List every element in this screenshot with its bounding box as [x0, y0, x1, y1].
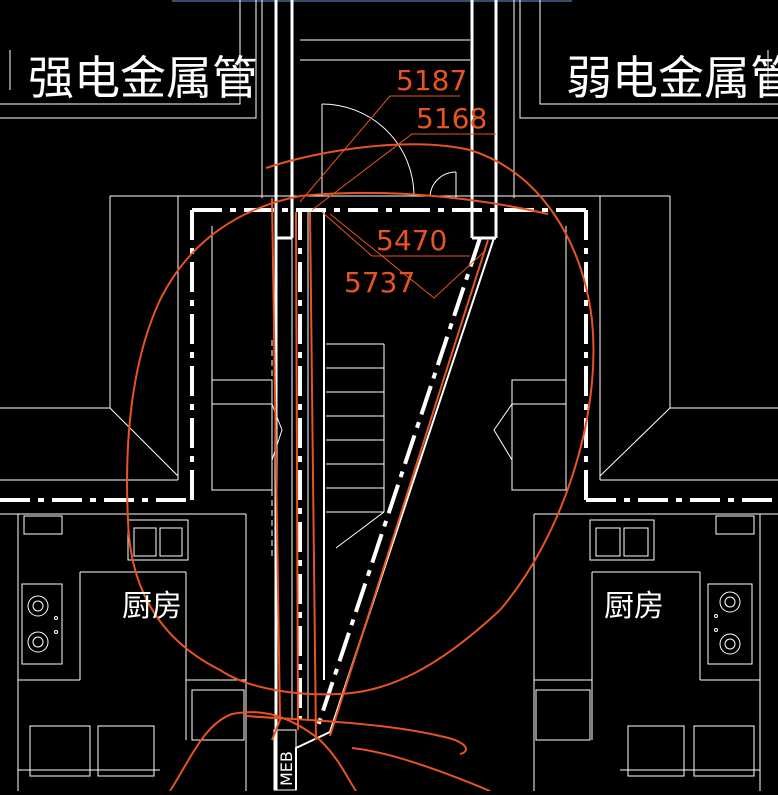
- kitchen-right-outline: [533, 513, 778, 791]
- top-bar: [172, 0, 572, 2]
- kitchen-left-label: 厨房: [122, 589, 182, 624]
- dimension-leaders: [299, 95, 496, 299]
- main-walls: [0, 195, 778, 560]
- dimension-5737: 5737: [344, 266, 415, 299]
- meb-label: MEB: [277, 751, 296, 786]
- hand-markup: [126, 143, 595, 792]
- door-swings: [321, 103, 457, 198]
- strong-pipe-label: 强电金属管: [28, 51, 258, 105]
- dimension-5470: 5470: [376, 224, 447, 257]
- upper-walls: [0, 0, 778, 119]
- dimension-5168: 5168: [416, 102, 487, 135]
- weak-pipe-label: 弱电金属管: [566, 51, 778, 105]
- kitchen-left-outline: [0, 513, 247, 791]
- kitchen-right-label: 厨房: [604, 589, 664, 624]
- dimension-5187: 5187: [396, 64, 467, 97]
- kitchen-right-fixtures: [595, 527, 741, 655]
- kitchen-left-fixtures: [27, 527, 183, 653]
